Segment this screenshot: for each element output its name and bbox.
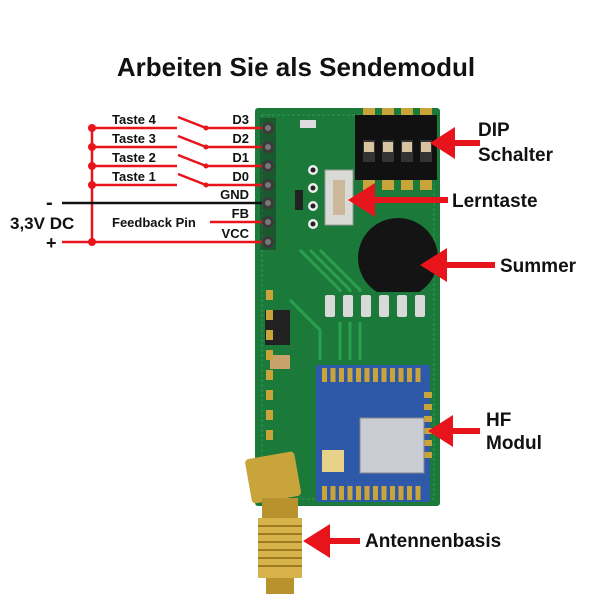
dip-label-line2: Schalter	[478, 145, 554, 166]
arrow-dip	[430, 127, 480, 159]
pin-label-d2: D2	[232, 131, 249, 146]
antenna-label: Antennenbasis	[365, 531, 501, 552]
pin-label-gnd: GND	[220, 187, 249, 202]
pin-label-d3: D3	[232, 112, 249, 127]
dip-on-label: ON	[360, 125, 375, 136]
dip-number: 4	[422, 167, 428, 178]
minus-label: -	[46, 192, 53, 214]
dip-number: 1	[365, 167, 371, 178]
hf-module	[316, 365, 432, 502]
arrow-learn	[348, 183, 448, 217]
feedback-pin-label: Feedback Pin	[112, 215, 196, 230]
pin-label-d1: D1	[232, 150, 249, 165]
key-switch	[177, 172, 207, 187]
buzzer-label: Summer	[500, 256, 577, 277]
arrow-antenna	[303, 524, 360, 558]
key-switch	[177, 153, 207, 168]
dip-label-line1: DIP	[478, 120, 510, 141]
wiring	[62, 115, 262, 246]
buzzer	[358, 218, 438, 298]
hf-label-line1: HF	[486, 410, 511, 431]
pin-label-d0: D0	[232, 169, 249, 184]
learn-label: Lerntaste	[452, 191, 538, 212]
dip-number: 2	[384, 167, 390, 178]
learn-button	[324, 169, 354, 226]
key-switch	[177, 134, 207, 149]
pin-header	[260, 118, 276, 250]
key-switch	[177, 115, 207, 130]
dip-number: 3	[403, 167, 409, 178]
dip-switch: ON KE 1 2 3 4	[355, 108, 437, 190]
page-title: Arbeiten Sie als Sendemodul	[117, 52, 475, 82]
power-label: 3,3V DC	[10, 214, 74, 233]
key-label: Taste 2	[112, 150, 156, 165]
pin-label-fb: FB	[232, 206, 249, 221]
plus-label: +	[46, 233, 57, 253]
key-label: Taste 1	[112, 169, 156, 184]
callout-arrows	[303, 127, 495, 558]
arrow-buzzer	[420, 248, 495, 282]
dip-ke-label: KE	[418, 125, 432, 136]
hf-label-line2: Modul	[486, 433, 542, 454]
arrow-hf	[428, 415, 480, 447]
key-label: Taste 4	[112, 112, 157, 127]
pin-label-vcc: VCC	[222, 226, 250, 241]
antenna-connector	[245, 451, 302, 594]
key-label: Taste 3	[112, 131, 156, 146]
